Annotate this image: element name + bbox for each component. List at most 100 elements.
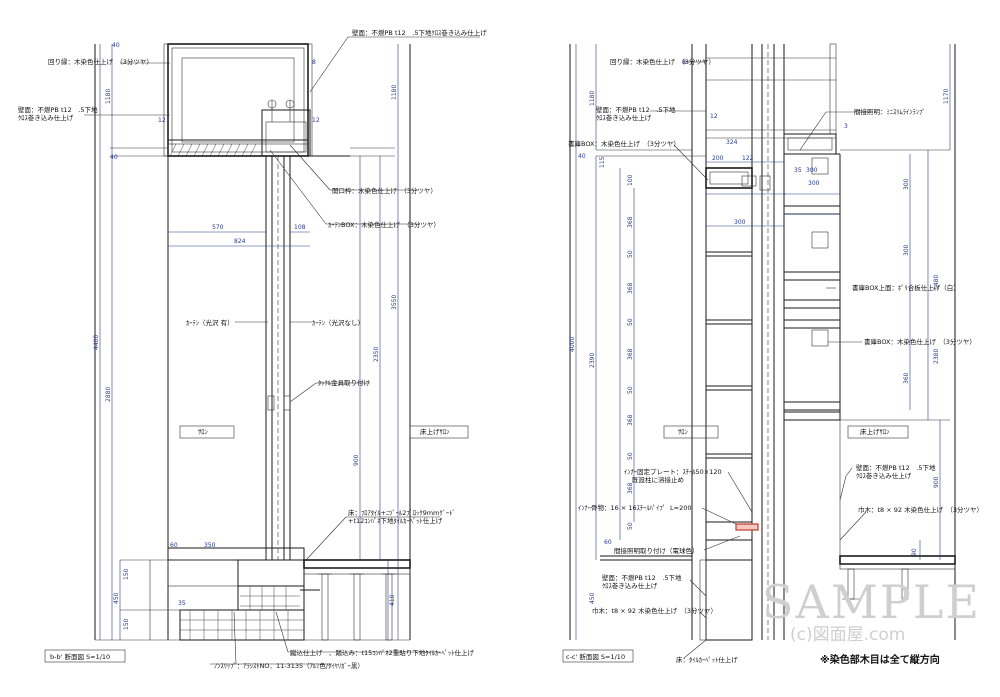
dim-left-8: 8 — [312, 59, 316, 66]
watermark-sample: SAMPLE — [762, 575, 981, 629]
dim-right-50b: 50 — [627, 318, 634, 326]
label-floor-spec-2: +t12ｺﾝﾊﾟﾈ下地ﾀｲﾙｶｰﾍﾟｯﾄ仕上げ — [348, 516, 443, 525]
dim-right-300c: 300 — [808, 180, 820, 187]
label-wall-lower-2: ｸﾛｽ巻き込み仕上げ — [602, 581, 658, 590]
dim-right-50e: 50 — [627, 522, 634, 530]
dim-left-2880: 2880 — [105, 387, 112, 402]
label-non-slip: ﾉﾝｽﾘｯﾌﾟ：ｱﾗｼｽﾄNO．11-3135（ｱﾙﾐ色/ﾀｲﾔﾘｶﾞｰ黒） — [214, 661, 364, 670]
label-shelf-top: 書庫BOX上面：ﾎﾟﾘ合板仕上げ（白） — [852, 283, 960, 292]
label-inner-plate-2: 既設柱に溶接止め — [632, 475, 684, 484]
dim-right-8: 8 — [682, 59, 686, 66]
dim-right-1480: 1480 — [933, 275, 940, 290]
label-curtain-matte: ｶｰﾃﾝ（光沢なし） — [312, 318, 364, 327]
dim-left-410: 410 — [389, 594, 396, 606]
label-shelf-box: 書庫BOX：木染色仕上げ （3分ツヤ） — [568, 139, 680, 148]
label-floor-salon-left: 床上げｻﾛﾝ — [420, 427, 449, 436]
dim-right-368c: 368 — [627, 348, 634, 360]
dim-left-40: 40 — [112, 42, 120, 49]
left-section-view: 回り縁：木染色仕上げ （3分ツヤ） 壁面：不燃PB t12 .5下地ｸﾛｽ巻き込… — [18, 28, 487, 670]
label-mawaribuchi-left: 回り縁：木染色仕上げ （3分ツヤ） — [48, 57, 153, 66]
dim-left-108: 108 — [294, 224, 306, 231]
label-wall-right-1: 壁面：不燃PB t12 .5下地 — [856, 463, 936, 472]
label-mawaribuchi-right: 回り縁：木染色仕上げ （3分ツヤ） — [610, 57, 715, 66]
label-salon-right: ｻﾛﾝ — [678, 428, 688, 436]
label-habaki-lower: 巾木：t8 × 92 木染色仕上げ （3分ツヤ） — [592, 606, 717, 615]
dim-left-350: 350 — [204, 542, 216, 549]
dim-right-300a: 300 — [734, 219, 746, 226]
label-indirect-light: 間接照明：ﾐﾆｽﾘﾑﾗｲﾝﾗﾝﾌﾟ — [854, 107, 926, 116]
dim-left-1180-r: 1180 — [391, 85, 398, 100]
left-view-title: b-b' 断面図 S=1/10 — [50, 652, 110, 661]
label-wall-lower-1: 壁面：不燃PB t12 .5下地 — [602, 573, 682, 582]
dim-right-50a: 50 — [627, 250, 634, 258]
label-wall-left-1: 壁面：不燃PB t12 .5下地 — [18, 105, 98, 114]
dim-left-40b: 40 — [110, 154, 118, 161]
dim-right-122: 122 — [742, 155, 754, 162]
dim-right-368d: 368 — [627, 414, 634, 426]
dim-left-2350: 2350 — [373, 347, 380, 362]
footnote: ※染色部木目は全て縦方向 — [820, 653, 940, 666]
dim-right-200: 200 — [712, 155, 724, 162]
label-tack-fitting: ﾀｯｸﾙ金具取り付け — [318, 378, 370, 387]
label-step-finish: 蹴込仕上げ 、踏込み：t15ｺﾝﾊﾟﾈ2重貼り下地ﾀｲﾙｶｰﾍﾟｯﾄ仕上げ — [290, 648, 474, 657]
dim-left-1180: 1180 — [105, 89, 112, 104]
dim-right-2380: 2380 — [933, 349, 940, 364]
dim-left-3550: 3550 — [391, 295, 398, 310]
label-floor-right: 床：ﾀｲﾙｶｰﾍﾟｯﾄ仕上げ — [676, 655, 738, 664]
dim-right-360: 360 — [903, 372, 910, 384]
dim-right-900: 900 — [933, 476, 940, 488]
dim-left-824: 824 — [234, 238, 246, 245]
dim-right-1180: 1180 — [589, 91, 596, 106]
dim-left-150b: 150 — [123, 618, 130, 630]
dim-left-35: 35 — [178, 600, 186, 607]
dim-right-1170: 1170 — [943, 89, 950, 104]
label-wall-left-2: ｸﾛｽ巻き込み仕上げ — [18, 113, 74, 122]
dim-left-900: 900 — [353, 454, 360, 466]
watermark-copyright: (c)図面屋.com — [790, 625, 905, 645]
label-inner-pipe: ｲﾝﾅｰ骨物：16 × 16ｽﾁｰﾙﾊﾟｲﾌﾟ — [578, 503, 666, 512]
dim-right-90: 90 — [911, 548, 918, 556]
label-salon-left: ｻﾛﾝ — [198, 428, 208, 436]
dim-right-4000: 4000 — [569, 337, 576, 352]
label-curtain-box: ｶｰﾃﾝBOX：木染色仕上げ （3分ツヤ） — [328, 220, 440, 229]
dim-right-35: 35 — [794, 167, 802, 174]
label-floor-spec-1: 床：ﾌﾛｱﾀｲﾙ+ﾆﾂﾞｰﾙ2ﾌﾞﾛｯｸ9mmｸﾞｰﾄﾞ — [348, 508, 456, 517]
dim-right-12: 12 — [710, 113, 718, 120]
right-section-view: 回り縁：木染色仕上げ （3分ツヤ） 壁面：不燃PB t12 .5下地 ｸﾛｽ巻き… — [562, 43, 983, 664]
dim-right-300r2: 300 — [903, 244, 910, 256]
label-l200: L=200 — [670, 504, 691, 512]
label-wall-upper-right-left: 壁面：不燃PB t12 .5下地ｸﾛｽ巻き込み仕上げ — [352, 28, 487, 37]
dim-right-100: 100 — [627, 174, 634, 186]
dim-left-60: 60 — [170, 542, 178, 549]
dim-right-324: 324 — [726, 139, 738, 146]
dim-right-368e: 368 — [627, 482, 634, 494]
dim-right-60: 60 — [604, 539, 612, 546]
label-shelf-right: 書庫BOX：木染色仕上げ （3分ツヤ） — [864, 337, 976, 346]
dim-right-368a: 368 — [627, 216, 634, 228]
label-opening-frame: 開口枠：木染色仕上げ （3分ツヤ） — [332, 186, 437, 195]
dim-right-40: 40 — [578, 153, 586, 160]
dim-left-12a: 12 — [158, 117, 166, 124]
label-floor-salon-right: 床上げｻﾛﾝ — [860, 427, 889, 436]
dim-left-150: 150 — [123, 568, 130, 580]
dim-left-570: 570 — [212, 224, 224, 231]
label-wall-upper-right-2: ｸﾛｽ巻き込み仕上げ — [596, 113, 652, 122]
label-wall-right-2: ｸﾛｽ巻き込み仕上げ — [856, 471, 912, 480]
dim-right-300b: 300 — [806, 167, 818, 174]
label-curtain-glossy: ｶｰﾃﾝ（光沢 有） — [186, 318, 234, 327]
label-inner-plate: ｲﾝﾅｰ固定プレート：ｽﾁｰﾙ50×120 — [624, 467, 722, 476]
dim-left-4400: 4400 — [93, 335, 100, 350]
dim-right-368b: 368 — [627, 282, 634, 294]
label-indirect-light-2: 間接照明取り付け（電球色） — [614, 546, 699, 555]
dim-right-50c: 50 — [627, 386, 634, 394]
dim-left-12b: 12 — [312, 117, 320, 124]
dim-right-2390: 2390 — [589, 353, 596, 368]
dim-right-115: 115 — [599, 156, 606, 168]
dim-left-450: 450 — [113, 592, 120, 604]
label-habaki-right: 巾木：t8 × 92 木染色仕上げ （3分ツヤ） — [858, 505, 983, 514]
label-wall-upper-right-1: 壁面：不燃PB t12 .5下地 — [596, 105, 676, 114]
dim-right-450: 450 — [589, 592, 596, 604]
dim-right-3: 3 — [844, 123, 848, 130]
dim-right-50d: 50 — [627, 452, 634, 460]
